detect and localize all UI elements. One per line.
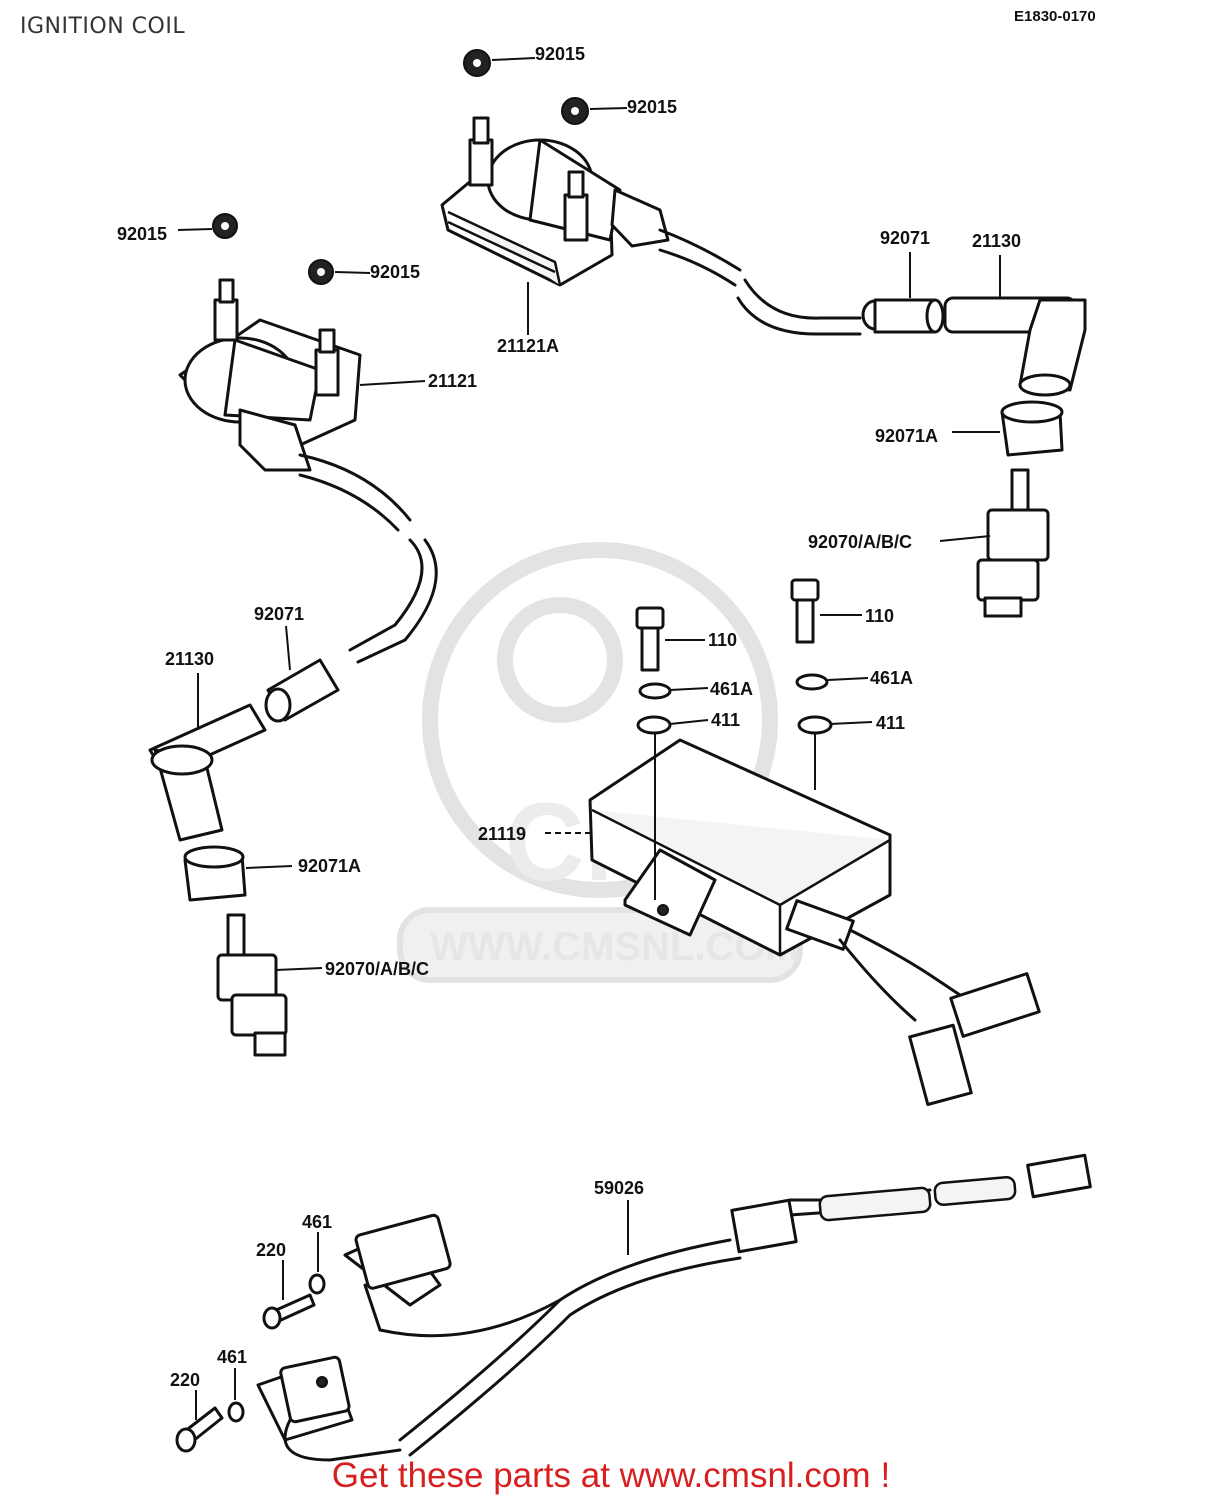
label-coil-upper: 21121A [497,336,559,356]
plug-cap-21130-lower[interactable] [148,703,267,842]
label-nut-1: 92015 [535,44,585,64]
washer-411-left[interactable] [636,715,672,735]
screw-220-lower[interactable] [175,1406,224,1453]
lockwasher-461-upper[interactable] [308,1273,326,1295]
plug-cap-21130-upper[interactable] [943,296,1087,397]
label-screw-upper: 220 [256,1240,286,1260]
ignition-coil-21121[interactable] [178,278,362,472]
lockwasher-461-lower[interactable] [227,1401,245,1423]
label-boot-lower: 92071 [254,604,304,624]
seal-92071A-lower[interactable] [183,845,247,902]
bolt-110-right[interactable] [790,578,820,644]
label-boot-upper: 92071 [880,228,930,248]
pickup-coil-lower[interactable] [256,1355,402,1462]
reference-code: E1830-0170 [1014,8,1096,25]
igniter-connector-upper[interactable] [848,928,1041,1038]
nut-92015-2[interactable] [561,97,589,125]
label-igniter: 21119 [478,824,526,844]
pickup-coil-upper[interactable] [343,1213,452,1307]
bolt-110-left[interactable] [635,606,665,672]
seal-92071A-upper[interactable] [1000,400,1064,457]
hightension-lead-upper-a [658,228,742,272]
nut-92015-1[interactable] [463,49,491,77]
igniter-connector-lower[interactable] [838,938,973,1107]
label-screw-lower: 220 [170,1370,200,1390]
label-lockwasher-pickup-lower: 461 [217,1347,247,1367]
label-coil-lower: 21121 [428,371,477,391]
diagram-title: IGNITION COIL [20,14,186,39]
lockwasher-461A-right[interactable] [795,673,829,691]
pickup-harness-59026[interactable] [363,1153,1092,1457]
label-plug-upper: 92070/A/B/C [808,532,912,552]
label-nut-4: 92015 [370,262,420,282]
screw-220-upper[interactable] [262,1293,316,1330]
label-cap-upper: 21130 [972,231,1021,251]
label-nut-3: 92015 [117,224,167,244]
ignition-coil-21121A[interactable] [440,116,670,287]
lockwasher-461A-left[interactable] [638,682,672,700]
label-bolt-left: 110 [708,630,737,650]
label-lockwasher-pickup-upper: 461 [302,1212,332,1232]
hightension-lead-lower-b [348,538,424,652]
label-harness: 59026 [594,1178,644,1198]
hightension-lead-upper-b [743,278,862,320]
promo-link[interactable]: Get these parts at www.cmsnl.com! [0,1456,1212,1496]
label-nut-2: 92015 [627,97,677,117]
spark-plug-upper[interactable] [976,468,1050,618]
nut-92015-4[interactable] [308,259,334,285]
label-seal-upper: 92071A [875,426,938,446]
label-lockwasher-right: 461A [870,668,913,688]
promo-text: Get these parts at www.cmsnl.com [331,1456,871,1495]
washer-411-right[interactable] [797,715,833,735]
label-seal-lower: 92071A [298,856,361,876]
label-cap-lower: 21130 [165,649,214,669]
boot-92071-upper[interactable] [861,298,945,334]
label-washer-right: 411 [876,713,905,733]
label-lockwasher-left: 461A [710,679,753,699]
nut-92015-3[interactable] [212,213,238,239]
label-plug-lower: 92070/A/B/C [325,959,429,979]
boot-92071-lower[interactable] [264,658,340,723]
leader-lines [177,57,1001,1420]
label-bolt-right: 110 [865,606,894,626]
label-washer-left: 411 [711,710,740,730]
promo-bang: ! [880,1456,891,1495]
spark-plug-lower[interactable] [216,913,288,1057]
hightension-lead-lower-a [298,453,412,522]
